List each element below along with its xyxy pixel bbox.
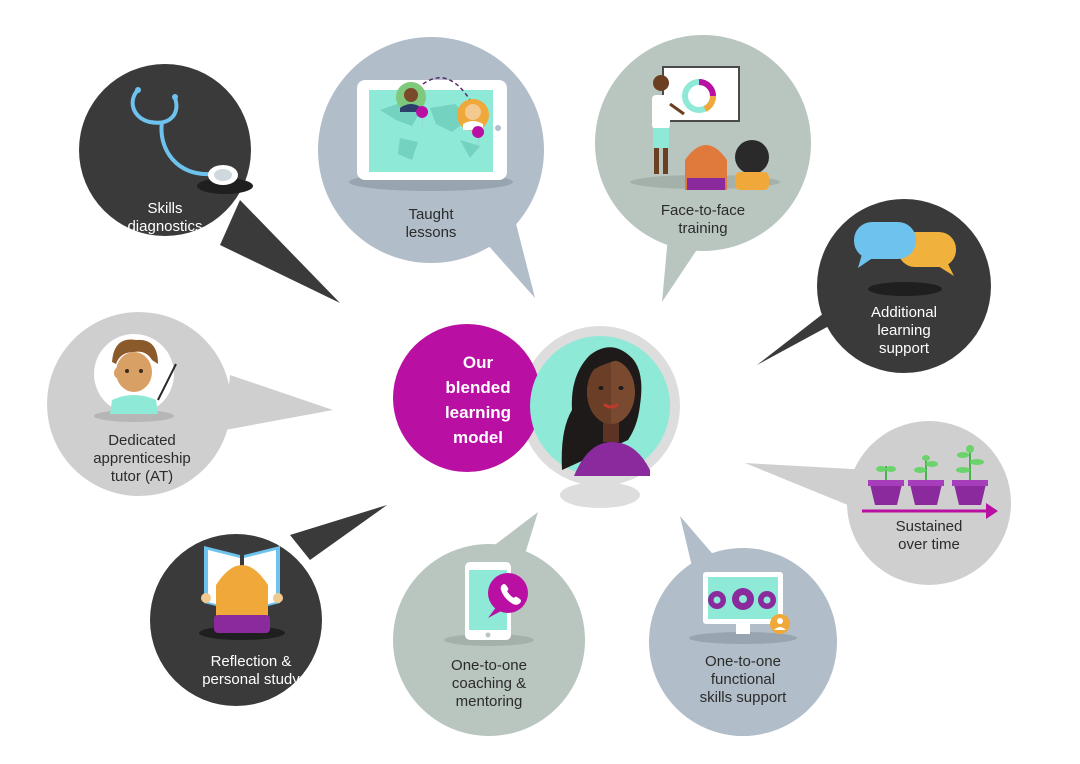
label-line: One-to-one (705, 653, 781, 670)
reading-book-icon (199, 546, 285, 640)
tutor-avatar-icon (94, 334, 177, 422)
bubble-dedicated-tutor (47, 312, 333, 496)
bubble-sustained-over-time (745, 421, 1011, 585)
label-taught-lessons: Taught lessons (366, 206, 496, 242)
center-label: Our blended learning model (408, 350, 548, 450)
label-line: skills support (699, 689, 787, 706)
label-line: apprenticeship (93, 450, 191, 467)
label-coaching-mentoring: One-to-one coaching & mentoring (419, 657, 559, 711)
label-line: functional (710, 671, 776, 688)
bubble-reflection-personal-study (150, 505, 387, 706)
world-map-tablet-icon (349, 77, 513, 191)
growing-plants-icon (862, 445, 998, 519)
monitor-settings-icon (689, 572, 797, 644)
label-line: personal study (202, 671, 300, 688)
center-label-line: blended (445, 378, 511, 397)
label-line: Sustained (895, 518, 963, 535)
label-sustained-over-time: Sustained over time (864, 518, 994, 554)
label-line: Skills (147, 200, 183, 217)
label-line: Additional (871, 304, 937, 321)
bubble-functional-skills-support (649, 516, 837, 736)
label-reflection-personal-study: Reflection & personal study (176, 653, 326, 689)
label-line: support (878, 340, 930, 357)
label-line: coaching & (451, 675, 527, 692)
label-line: lessons (405, 224, 457, 241)
label-functional-skills-support: One-to-one functional skills support (673, 653, 813, 707)
bubble-face-to-face-training (595, 35, 811, 302)
center-label-circle (393, 324, 541, 472)
speech-bubbles-icon (854, 222, 956, 296)
center-hub (393, 324, 680, 508)
presenter-classroom-icon (630, 66, 780, 190)
center-label-line: model (452, 428, 504, 447)
label-face-to-face-training: Face-to-face training (633, 202, 773, 238)
stethoscope-icon (130, 87, 253, 194)
label-additional-learning-support: Additional learning support (839, 304, 969, 358)
label-line: mentoring (455, 693, 523, 710)
label-line: One-to-one (451, 657, 527, 674)
bubble-coaching-mentoring (393, 512, 585, 736)
center-label-line: Our (462, 353, 494, 372)
label-line: Reflection & (210, 653, 292, 670)
label-line: diagnostics (127, 218, 203, 235)
center-label-line: learning (444, 403, 512, 422)
label-skills-diagnostics: Skills diagnostics (95, 200, 235, 236)
phone-chat-icon (444, 562, 534, 646)
bubble-skills-diagnostics (79, 64, 340, 303)
central-learner-avatar (561, 347, 650, 476)
label-line: training (678, 220, 728, 237)
label-line: Face-to-face (660, 202, 746, 219)
label-line: over time (898, 536, 960, 553)
bubble-additional-learning-support (757, 199, 991, 373)
label-dedicated-tutor: Dedicated apprenticeship tutor (AT) (72, 432, 212, 486)
label-line: Taught (408, 206, 454, 223)
bubble-taught-lessons (318, 37, 544, 298)
label-line: learning (877, 322, 931, 339)
label-line: Dedicated (108, 432, 176, 449)
label-line: tutor (AT) (110, 468, 174, 485)
